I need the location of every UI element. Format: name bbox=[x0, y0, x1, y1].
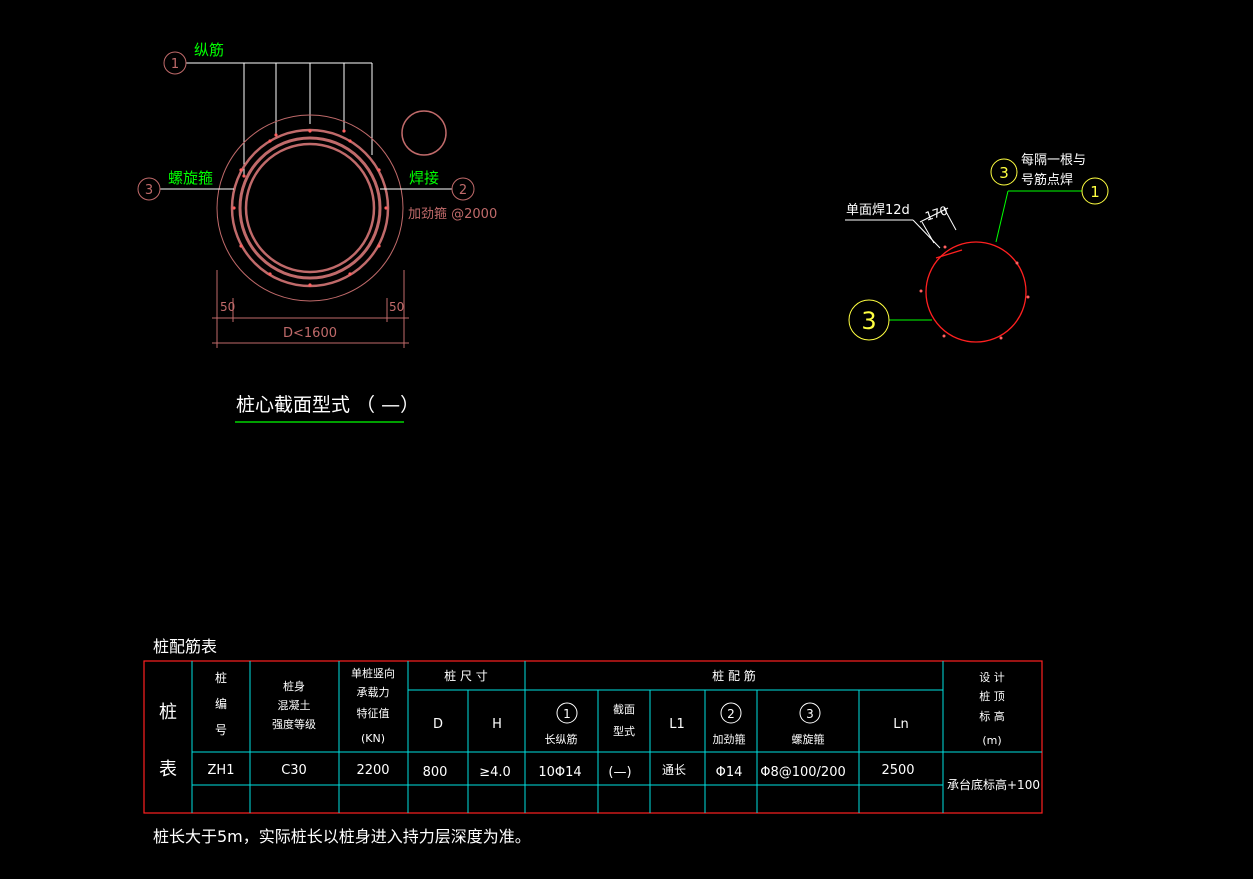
header-d: D bbox=[433, 717, 443, 732]
table-outer-border bbox=[143, 660, 1043, 814]
header-l1: L1 bbox=[669, 717, 685, 732]
header-elevation: 设 计 桩 顶 标 高 (m) bbox=[979, 671, 1005, 747]
header-capacity-line2: 承载力 bbox=[357, 686, 390, 699]
spiral-label: 螺旋箍 bbox=[168, 169, 213, 187]
detail-callout-3-top-bubble bbox=[990, 158, 1018, 186]
table-side-label-bottom: 表 bbox=[159, 759, 177, 780]
weld-note-leader-diagonal bbox=[912, 219, 941, 249]
header-spiral-callout-bubble bbox=[799, 702, 821, 724]
detail-circle-reference bbox=[401, 110, 447, 156]
cell-section-type: (—) bbox=[608, 765, 631, 780]
callout-1-number: 1 bbox=[171, 57, 179, 72]
dimension-lines bbox=[212, 270, 409, 348]
header-concrete-line1: 桩身 bbox=[283, 679, 305, 693]
weld-length-note: 单面焊12d bbox=[846, 202, 910, 218]
header-elevation-line1: 设 计 bbox=[979, 671, 1005, 684]
header-capacity: 单桩竖向 承载力 特征值 (KN) bbox=[351, 666, 395, 745]
spiral-ring-inner bbox=[244, 142, 376, 274]
header-section-type-line2: 型式 bbox=[613, 724, 635, 738]
cell-h: ≥4.0 bbox=[479, 765, 511, 780]
header-rebar-group: 桩 配 筋 bbox=[712, 668, 756, 683]
cell-long: 10Φ14 bbox=[538, 765, 581, 780]
table-side-label-top: 桩 bbox=[159, 702, 177, 723]
header-concrete: 桩身 混凝土 强度等级 bbox=[272, 679, 316, 731]
dim-total-diameter: D<1600 bbox=[283, 326, 337, 341]
spiral-detail-figure: 单面焊12d 170 3 每隔一根与 号筋点焊 1 3 bbox=[845, 152, 1109, 343]
detail-bar-dots bbox=[919, 245, 1030, 340]
dim-170-ext-left bbox=[921, 221, 935, 244]
header-ln: Ln bbox=[893, 717, 908, 732]
dim-right-50: 50 bbox=[389, 300, 404, 314]
cell-stiff: Φ14 bbox=[716, 765, 743, 780]
table-grid-lines bbox=[191, 661, 1042, 813]
cell-pile-no: ZH1 bbox=[208, 763, 235, 778]
pile-section-figure: 1 纵筋 3 螺旋箍 2 焊接 加劲箍 @2000 50 50 D<1600 桩… bbox=[137, 41, 497, 423]
header-elevation-line2: 桩 顶 bbox=[979, 689, 1005, 703]
header-stiff-callout-number: 2 bbox=[727, 707, 735, 721]
section-title: 桩心截面型式 （ —） bbox=[236, 394, 419, 416]
cell-ln: 2500 bbox=[881, 763, 914, 778]
header-dims-group: 桩 尺 寸 bbox=[444, 668, 488, 683]
footnote: 桩长大于5m，实际桩长以桩身进入持力层深度为准。 bbox=[153, 827, 531, 846]
detail-callout-1-bubble bbox=[1081, 177, 1109, 205]
stiffener-ring bbox=[238, 136, 382, 280]
detail-spiral-circle bbox=[925, 241, 1027, 343]
dim-170-ext-right bbox=[943, 207, 957, 231]
longitudinal-leader-lines bbox=[186, 62, 373, 176]
cell-d: 800 bbox=[423, 765, 448, 780]
table-caption: 桩配筋表 bbox=[153, 637, 217, 656]
detail-callout-3-left-bubble bbox=[848, 299, 890, 341]
pile-outer-circle bbox=[216, 114, 404, 302]
header-capacity-line4: (KN) bbox=[361, 732, 385, 745]
header-long-callout-bubble bbox=[556, 702, 578, 724]
header-h: H bbox=[492, 717, 502, 732]
detail-callout-3-left-number: 3 bbox=[861, 307, 876, 335]
stiffener-label: 加劲箍 @2000 bbox=[408, 206, 497, 222]
detail-note-line2: 号筋点焊 bbox=[1021, 172, 1073, 188]
header-pile-no-line3: 号 bbox=[215, 723, 227, 737]
cell-elevation: 承台底标高+100 bbox=[947, 777, 1040, 792]
header-spiral-label: 螺旋箍 bbox=[792, 732, 825, 746]
header-spiral-callout-number: 3 bbox=[806, 707, 814, 721]
detail-callout-3-top-number: 3 bbox=[999, 164, 1009, 182]
detail-leader-to-1-diagonal bbox=[995, 190, 1009, 243]
longitudinal-label: 纵筋 bbox=[194, 41, 224, 59]
pile-rebar-table: 桩配筋表 桩 表 桩 编 号 bbox=[143, 637, 1043, 814]
header-elevation-line3: 标 高 bbox=[979, 709, 1005, 723]
longitudinal-bar-dots bbox=[232, 129, 388, 287]
header-long-label: 长纵筋 bbox=[545, 732, 578, 746]
callout-2-number: 2 bbox=[459, 183, 467, 198]
callout-1-bubble bbox=[163, 51, 187, 75]
header-capacity-line3: 特征值 bbox=[357, 706, 390, 720]
detail-note-line1: 每隔一根与 bbox=[1021, 152, 1086, 168]
callout-3-bubble bbox=[137, 177, 161, 201]
header-concrete-line2: 混凝土 bbox=[278, 698, 311, 712]
callout-2-bubble bbox=[451, 177, 475, 201]
dim-170-line bbox=[919, 207, 949, 223]
dim-170-text: 170 bbox=[923, 203, 949, 223]
detail-callout-1-number: 1 bbox=[1090, 183, 1100, 201]
cell-concrete: C30 bbox=[281, 763, 307, 778]
callout-3-number: 3 bbox=[145, 183, 153, 198]
cell-capacity: 2200 bbox=[356, 763, 389, 778]
weld-label: 焊接 bbox=[409, 169, 439, 187]
cell-spiral: Φ8@100/200 bbox=[760, 765, 846, 780]
header-elevation-line4: (m) bbox=[982, 734, 1001, 747]
header-stiff-label: 加劲箍 bbox=[713, 732, 746, 746]
header-pile-no-line2: 编 bbox=[215, 696, 227, 711]
header-pile-no-line1: 桩 bbox=[215, 670, 227, 685]
header-capacity-line1: 单桩竖向 bbox=[351, 666, 395, 680]
dim-left-50: 50 bbox=[220, 300, 235, 314]
header-pile-no: 桩 编 号 bbox=[215, 670, 227, 737]
table-row: ZH1 C30 2200 800 ≥4.0 10Φ14 (—) 通长 Φ14 Φ… bbox=[208, 763, 1040, 792]
header-section-type-line1: 截面 bbox=[613, 702, 635, 716]
header-long-callout-number: 1 bbox=[563, 707, 571, 721]
spiral-lap-segment bbox=[935, 249, 963, 259]
cell-l1: 通长 bbox=[662, 763, 686, 777]
header-stiff-callout-bubble bbox=[720, 702, 742, 724]
header-concrete-line3: 强度等级 bbox=[272, 717, 316, 731]
